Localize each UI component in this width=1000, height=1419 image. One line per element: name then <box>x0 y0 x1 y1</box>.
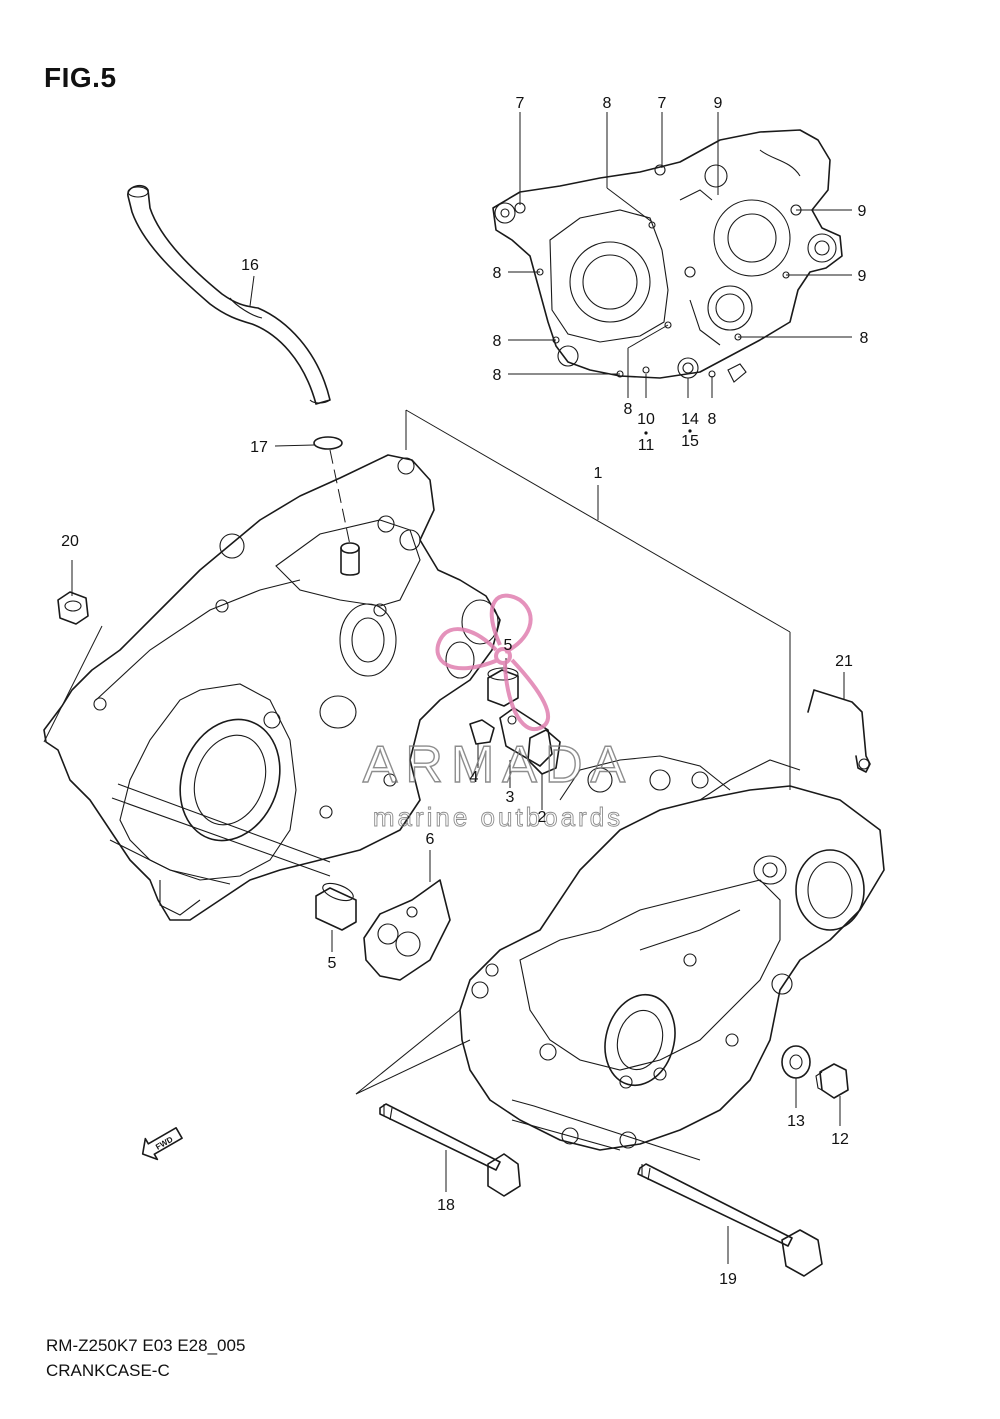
callout-16: 16 <box>241 257 259 274</box>
callout-1: 1 <box>594 465 603 482</box>
propeller-logo-icon <box>435 593 551 732</box>
drain-plug-12 <box>815 1063 849 1126</box>
left-construction-lines <box>43 275 351 743</box>
callout-17: 17 <box>250 439 268 456</box>
watermark-tagline: marine outboards <box>373 802 623 832</box>
figure-title: FIG.5 <box>44 62 117 93</box>
callout-8-bottom-a: 8 <box>624 401 633 418</box>
bracket-21 <box>807 672 871 773</box>
dowel-pin-lower <box>315 882 357 952</box>
watermark-brand: ARMADA <box>363 736 633 794</box>
callout-dot-14-15 <box>688 429 692 433</box>
bolt-19 <box>637 1163 823 1277</box>
hose-clamp <box>313 436 343 450</box>
callout-5-lower: 5 <box>328 955 337 972</box>
callout-8-top: 8 <box>603 95 612 112</box>
callout-14: 14 <box>681 411 699 428</box>
callout-8-bottom-b: 8 <box>708 411 717 428</box>
washer-13 <box>781 1045 811 1108</box>
callout-8-left-c: 8 <box>493 367 502 384</box>
callout-8-left-b: 8 <box>493 333 502 350</box>
callout-6: 6 <box>426 831 435 848</box>
callout-3: 3 <box>506 789 515 806</box>
breather-hose <box>127 184 331 405</box>
callout-9-top: 9 <box>714 95 723 112</box>
callout-dot-10-11 <box>644 431 648 435</box>
callout-8-left-a: 8 <box>493 265 502 282</box>
armada-watermark: ARMADA marine outboards <box>362 593 633 832</box>
left-crankcase-half <box>43 454 501 921</box>
crankcase-gasket <box>363 850 451 981</box>
callout-13: 13 <box>787 1113 805 1130</box>
callout-10: 10 <box>637 411 655 428</box>
section-name: CRANKCASE-C <box>46 1361 170 1380</box>
callout-15: 15 <box>681 433 699 450</box>
callout-numbers: 1 2 3 4 5 5 6 7 7 8 8 8 8 8 8 8 8 9 9 9 … <box>61 95 868 1288</box>
callout-4: 4 <box>470 769 479 786</box>
callout-9-right-a: 9 <box>858 203 867 220</box>
plug-left <box>57 591 89 625</box>
fwd-arrow-icon: FWD <box>141 1127 183 1161</box>
callout-7-left: 7 <box>516 95 525 112</box>
bolt-18 <box>379 1103 521 1197</box>
callout-21: 21 <box>835 653 853 670</box>
callout-9-right-b: 9 <box>858 268 867 285</box>
callout-11: 11 <box>638 437 655 454</box>
inset-crankcase-half <box>492 129 843 383</box>
callout-5-upper: 5 <box>504 637 513 654</box>
callout-2: 2 <box>538 809 547 826</box>
callout-19: 19 <box>719 1271 737 1288</box>
inset-leaders <box>508 112 852 398</box>
callout-12: 12 <box>831 1131 849 1148</box>
model-code: RM-Z250K7 E03 E28_005 <box>46 1336 246 1355</box>
right-crankcase-half <box>459 755 885 1161</box>
callout-7-right: 7 <box>658 95 667 112</box>
callout-18: 18 <box>437 1197 455 1214</box>
callout-20: 20 <box>61 533 79 550</box>
callout-8-right: 8 <box>860 330 869 347</box>
lower-construction-lines <box>355 1009 471 1095</box>
assembly-bracket <box>405 409 791 790</box>
